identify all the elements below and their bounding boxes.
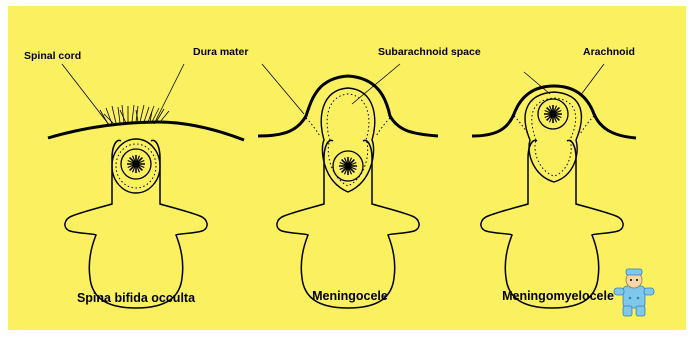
- diagram-panel: Spinal cord Dura mater Subarachnoid spac…: [8, 6, 686, 330]
- caption-occulta: Spina bifida occulta: [77, 291, 196, 305]
- caption-meningocele: Meningocele: [312, 289, 388, 303]
- label-arachnoid: Arachnoid: [583, 46, 635, 58]
- label-dura-mater: Dura mater: [193, 46, 248, 58]
- label-subarachnoid-space: Subarachnoid space: [378, 46, 481, 58]
- spina-bifida-diagram: Spinal cord Dura mater Subarachnoid spac…: [8, 6, 686, 330]
- caption-meningomyelocele: Meningomyelocele: [502, 289, 614, 303]
- label-spinal-cord: Spinal cord: [24, 50, 81, 62]
